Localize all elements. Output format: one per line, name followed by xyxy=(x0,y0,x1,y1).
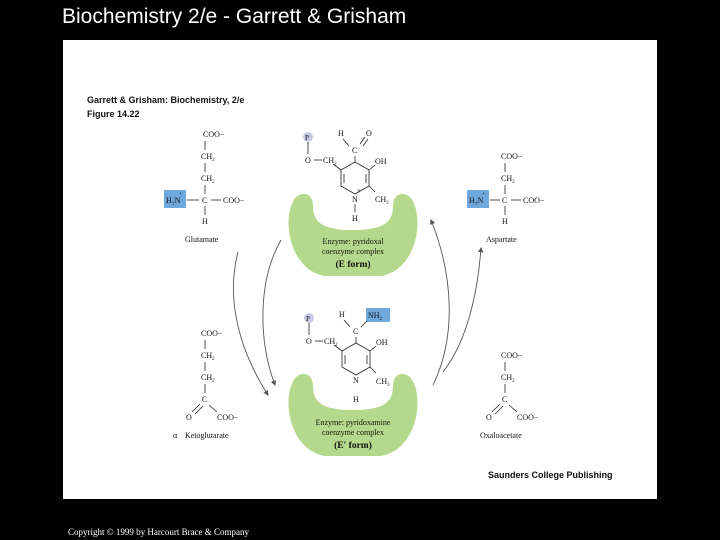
figure-header-title: Garrett & Grisham: Biochemistry, 2/e xyxy=(87,95,244,105)
pyridoxamine-nh2: NH2 xyxy=(368,311,383,322)
figure-panel: Garrett & Grisham: Biochemistry, 2/e Fig… xyxy=(63,40,657,499)
pyridoxal-n: N xyxy=(352,195,358,204)
oxaloacetate-coo-top: COO− xyxy=(501,351,523,360)
ketoglutarate-coo-top: COO− xyxy=(201,329,223,338)
pyridoxal-ch3: CH3 xyxy=(375,195,389,206)
pyridoxamine-phosphate-circle xyxy=(304,313,314,323)
pyridoxamine-ch2: CH2 xyxy=(324,337,338,348)
ketoglutarate-alpha: α xyxy=(173,431,178,440)
pyridoxal-enzyme-complex: P O CH2 H O C OH + N CH3 H Enzyme: pyrid… xyxy=(288,129,418,276)
pyridoxamine-h-bottom: H xyxy=(353,395,359,404)
pyridoxamine-o-ring: O xyxy=(306,337,312,346)
aspartate-label: Aspartate xyxy=(486,235,517,244)
pyridoxamine-enzyme-complex: P O CH2 H NH2 C OH N CH3 H Enzyme: pyrid… xyxy=(288,308,418,456)
pyridoxamine-ch3: CH3 xyxy=(376,377,390,388)
pyridoxal-ch2: CH2 xyxy=(323,156,337,167)
ketoglutarate-carbonyl-c: C xyxy=(202,395,207,404)
pyridoxamine-n: N xyxy=(353,376,359,385)
ketoglutarate-structure: COO− CH2 CH2 C O COO− α Ketoglutarate xyxy=(173,329,239,440)
pyridoxal-phosphate-circle xyxy=(303,132,313,142)
oxaloacetate-coo-side: COO− xyxy=(517,413,539,422)
aspartate-amine: H₃N xyxy=(469,196,484,205)
pyridoxal-ring xyxy=(340,161,370,195)
pyridoxamine-h: H xyxy=(339,310,345,319)
transamination-diagram: Garrett & Grisham: Biochemistry, 2/e Fig… xyxy=(87,95,613,480)
aspartate-amine-highlight xyxy=(467,190,489,208)
glutamate-h: H xyxy=(202,217,208,226)
pyridoxal-form-label: (E form) xyxy=(335,259,370,270)
figure-number: Figure 14.22 xyxy=(87,109,140,119)
pyridoxal-oh: OH xyxy=(375,157,387,166)
slide-title: Biochemistry 2/e - Garrett & Grisham xyxy=(62,5,407,28)
pyridoxal-o-ring: O xyxy=(305,156,311,165)
glutamate-ch2-a: CH2 xyxy=(201,152,215,163)
aspartate-coo-side: COO− xyxy=(523,196,545,205)
oxaloacetate-o: O xyxy=(486,413,492,422)
pyridoxal-h: H xyxy=(338,129,344,138)
ketoglutarate-label: Ketoglutarate xyxy=(185,431,229,440)
glutamate-ch2-b: CH2 xyxy=(201,174,215,185)
aspartate-h: H xyxy=(502,217,508,226)
pyridoxal-aldehyde-c: C xyxy=(352,146,357,155)
oxaloacetate-structure: COO− CH2 C O COO− Oxaloacetate xyxy=(480,351,539,440)
glutamate-alpha-c: C xyxy=(202,196,207,205)
ketoglutarate-coo-side: COO− xyxy=(217,413,239,422)
left-curved-arrow-outer xyxy=(233,251,269,396)
pyridoxal-phosphate-label: P xyxy=(305,134,309,142)
glutamate-amine: H₃N xyxy=(166,196,181,205)
pyridoxal-plus: + xyxy=(357,187,361,195)
glutamate-plus: + xyxy=(179,192,182,197)
pyridoxal-enzyme-shape xyxy=(288,193,418,276)
pyridoxamine-enzyme-shape xyxy=(288,373,418,456)
aspartate-ch2: CH2 xyxy=(501,174,515,185)
oxaloacetate-label: Oxaloacetate xyxy=(480,431,522,440)
right-curved-arrow-outer xyxy=(442,246,484,373)
pyridoxamine-ring xyxy=(341,342,371,376)
right-curved-arrow-inner xyxy=(430,218,450,386)
glutamate-structure: COO− CH2 CH2 + H₃N C COO− H Glutamate xyxy=(164,130,245,244)
copyright-notice: Copyright © 1999 by Harcourt Brace & Com… xyxy=(68,527,250,537)
pyridoxamine-enzyme-line1: Enzyme: pyridoxamine xyxy=(316,418,391,427)
pyridoxamine-phosphate-label: P xyxy=(306,315,310,323)
publisher-credit: Saunders College Publishing xyxy=(488,470,613,480)
left-curved-arrow-inner xyxy=(262,239,282,387)
aspartate-coo-top: COO− xyxy=(501,152,523,161)
ketoglutarate-o: O xyxy=(186,413,192,422)
glutamate-coo-top: COO− xyxy=(203,130,225,139)
pyridoxal-h-bottom: H xyxy=(352,214,358,223)
pyridoxamine-oh: OH xyxy=(376,338,388,347)
pyridoxal-enzyme-line2: coenzyme complex xyxy=(322,247,384,256)
ketoglutarate-ch2-b: CH2 xyxy=(201,373,215,384)
pyridoxamine-c: C xyxy=(353,327,358,336)
pyridoxamine-enzyme-line2: coenzyme complex xyxy=(322,428,384,437)
glutamate-coo-side: COO− xyxy=(223,196,245,205)
aspartate-plus: + xyxy=(482,192,485,197)
aspartate-alpha-c: C xyxy=(502,196,507,205)
oxaloacetate-ch2: CH2 xyxy=(501,373,515,384)
pyridoxal-enzyme-line1: Enzyme: pyridoxal xyxy=(322,237,384,246)
aspartate-structure: COO− CH2 + H₃N C COO− H Aspartate xyxy=(467,152,545,244)
glutamate-amine-highlight xyxy=(164,190,186,208)
pyridoxamine-form-label: (E′ form) xyxy=(334,440,372,451)
glutamate-label: Glutamate xyxy=(185,235,219,244)
pyridoxamine-nh2-highlight xyxy=(366,308,390,322)
pyridoxal-o-top: O xyxy=(366,129,372,138)
ketoglutarate-ch2-a: CH2 xyxy=(201,351,215,362)
oxaloacetate-carbonyl-c: C xyxy=(502,395,507,404)
